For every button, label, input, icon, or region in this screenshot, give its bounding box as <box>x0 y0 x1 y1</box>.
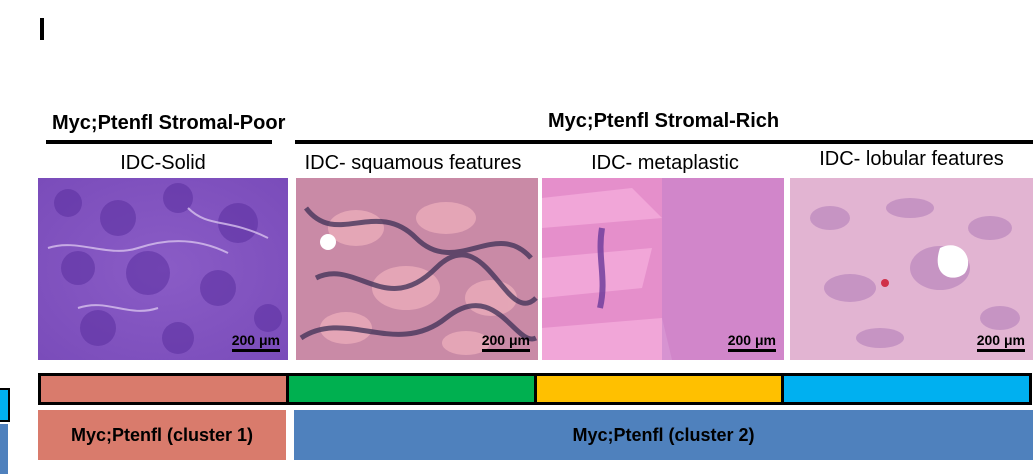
color-seg-idc-metaplastic <box>533 376 782 402</box>
panel-title-idc-squamous: IDC- squamous features <box>304 152 522 174</box>
histology-image-idc-metaplastic: 200 μm <box>542 178 784 360</box>
color-seg-idc-lobular <box>781 376 1029 402</box>
histology-image-idc-squamous: 200 μm <box>296 178 538 360</box>
group-rule-stromal-rich <box>295 140 1033 144</box>
subtype-color-bar <box>38 373 1032 405</box>
scale-bar: 200 μm <box>728 332 776 352</box>
histology-image-idc-solid: 200 μm <box>38 178 288 360</box>
cropped-glyph <box>40 18 44 40</box>
color-seg-idc-solid <box>41 376 286 402</box>
histology-image-idc-lobular: 200 μm <box>790 178 1033 360</box>
group-label-stromal-poor: Myc;Ptenfl Stromal-Poor <box>52 112 286 134</box>
panel-title-idc-lobular: IDC- lobular features <box>819 148 1004 170</box>
group-rule-stromal-poor <box>46 140 272 144</box>
color-seg-idc-squamous <box>285 376 534 402</box>
cropped-color-fragment <box>0 388 10 422</box>
cluster-1-bar: Myc;Ptenfl (cluster 1) <box>38 410 286 460</box>
scale-bar: 200 μm <box>232 332 280 352</box>
scale-bar: 200 μm <box>977 332 1025 352</box>
cluster-2-label: Myc;Ptenfl (cluster 2) <box>572 424 755 445</box>
cluster-2-bar: Myc;Ptenfl (cluster 2) <box>294 410 1033 460</box>
group-label-stromal-rich: Myc;Ptenfl Stromal-Rich <box>548 110 780 132</box>
cropped-cluster-fragment <box>0 424 8 474</box>
cluster-1-label: Myc;Ptenfl (cluster 1) <box>70 424 254 445</box>
scale-bar: 200 μm <box>482 332 530 352</box>
panel-title-idc-solid: IDC-Solid <box>120 152 206 174</box>
panel-title-idc-metaplastic: IDC- metaplastic <box>591 152 739 174</box>
